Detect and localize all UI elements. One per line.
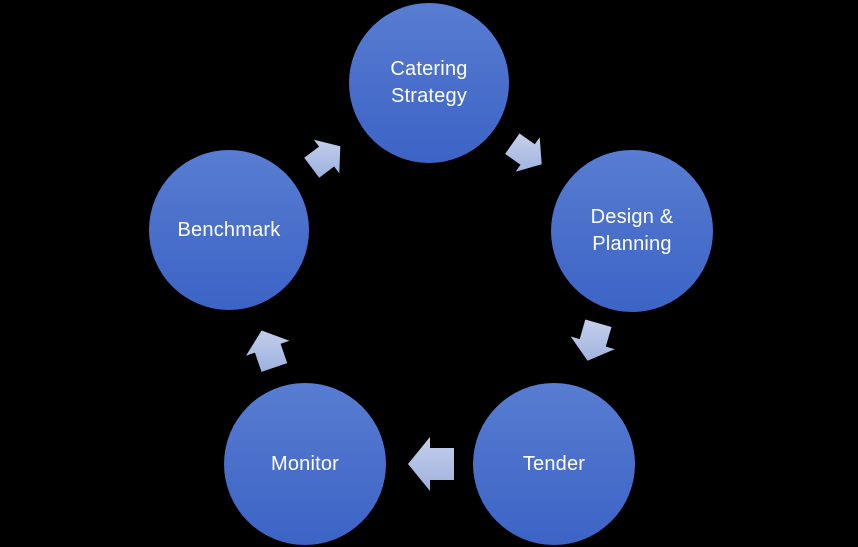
arrow-tender-to-monitor <box>408 437 454 491</box>
node-label-line: Design & <box>590 206 674 228</box>
arrow-catering-strategy-to-design-planning <box>505 133 542 172</box>
node-label-design-planning: Design & Planning <box>591 204 674 258</box>
node-label-line: Tender <box>522 452 586 475</box>
node-design-planning: Design & Planning <box>551 150 713 312</box>
node-label-benchmark: Benchmark <box>178 217 281 244</box>
node-label-tender: Tender <box>523 451 585 478</box>
node-tender: Tender <box>473 383 635 545</box>
node-label-line: Strategy <box>390 85 468 107</box>
node-label-line: Catering <box>390 58 468 80</box>
node-label-line: Monitor <box>270 452 340 475</box>
node-label-line: Planning <box>592 233 672 255</box>
node-benchmark: Benchmark <box>149 150 309 310</box>
node-label-line: Benchmark <box>177 218 281 241</box>
arrow-benchmark-to-catering-strategy <box>304 139 341 178</box>
node-monitor: Monitor <box>224 383 386 545</box>
arrow-design-planning-to-tender <box>570 319 615 361</box>
node-label-monitor: Monitor <box>271 451 339 478</box>
arrow-monitor-to-benchmark <box>246 330 290 372</box>
